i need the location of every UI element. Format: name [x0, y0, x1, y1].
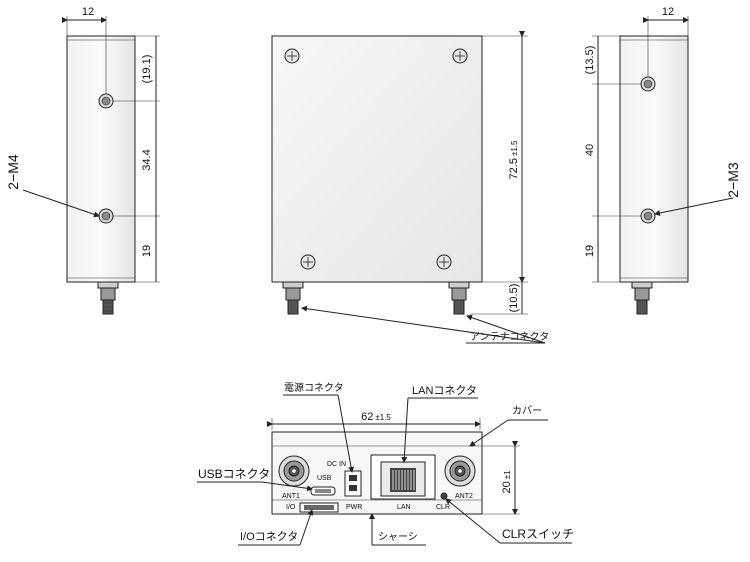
panel-lan: LAN — [397, 504, 411, 511]
callout-clr: CLRスイッチ — [445, 498, 574, 544]
left-dim-bot: 19 — [141, 245, 153, 257]
callout-io: I/Oコネクタ — [238, 509, 314, 546]
right-width-dim: 12 — [662, 6, 674, 18]
bottom-width-dim: 62±1.5 — [361, 411, 391, 423]
right-dim-mid: 40 — [584, 144, 596, 156]
center-front-view: 72.5±1.5 (10.5) アンテナコネクタ — [271, 31, 549, 344]
bottom-end-view: 62±1.5 20±1 — [197, 381, 574, 546]
right-antenna-connector — [631, 281, 653, 315]
panel-ant2: ANT2 — [455, 493, 473, 500]
left-dim-top: (19.1) — [141, 55, 153, 84]
panel-ant1: ANT1 — [282, 493, 300, 500]
svg-text:カバー: カバー — [512, 405, 542, 417]
screw-top-right — [452, 48, 468, 64]
antenna-connector-label: アンテナコネクタ — [470, 331, 549, 343]
left-width-dim: 12 — [82, 6, 94, 18]
right-dim-top: (13.5) — [584, 46, 596, 75]
panel-pwr: PWR — [346, 504, 362, 511]
panel-io: I/O — [286, 504, 296, 511]
center-antenna-connector-right — [448, 281, 470, 315]
center-connector-dim: (10.5) — [508, 284, 520, 313]
left-side-view: 12 (19.1) 34.4 19 2−M4 — [5, 6, 160, 315]
svg-text:LANコネクタ: LANコネクタ — [412, 384, 477, 397]
lan-port — [370, 454, 436, 500]
svg-text:I/Oコネクタ: I/Oコネクタ — [240, 530, 298, 543]
callout-chassis: シャーシ — [369, 513, 426, 546]
callout-lan: LANコネクタ — [401, 384, 478, 463]
io-port — [299, 502, 339, 513]
svg-text:USBコネクタ: USBコネクタ — [198, 467, 270, 481]
panel-usb: USB — [317, 475, 332, 482]
svg-text:CLRスイッチ: CLRスイッチ — [502, 527, 574, 541]
dc-in-jack — [344, 470, 362, 497]
left-antenna-connector — [97, 281, 119, 315]
svg-text:シャーシ: シャーシ — [378, 532, 418, 543]
mounting-hole-upper — [98, 93, 114, 109]
left-dim-mid: 34.4 — [141, 149, 153, 170]
screw-bottom-left — [300, 254, 316, 270]
right-side-view: 12 (13.5) 40 19 2−M3 — [584, 6, 741, 315]
left-hole-label: 2−M4 — [5, 154, 21, 190]
screw-top-left — [284, 48, 300, 64]
mounting-hole-upper-right — [640, 76, 656, 92]
center-antenna-connector-left — [282, 281, 304, 315]
panel-clr: CLR — [436, 504, 450, 511]
mounting-hole-lower — [98, 208, 114, 224]
callout-cover: カバー — [469, 405, 548, 447]
usb-port — [310, 486, 336, 496]
ant1-connector — [278, 455, 310, 487]
callout-power: 電源コネクタ — [283, 381, 355, 473]
callout-usb: USBコネクタ — [197, 467, 313, 492]
svg-text:電源コネクタ: 電源コネクタ — [284, 381, 344, 394]
center-height-dim: 72.5±1.5 — [508, 140, 520, 179]
ant2-connector — [444, 455, 476, 487]
screw-bottom-right — [436, 254, 452, 270]
mounting-hole-lower-right — [640, 208, 656, 224]
panel-dc-in: DC IN — [327, 461, 346, 468]
right-hole-label: 2−M3 — [725, 162, 741, 198]
bottom-height-dim: 20±1 — [501, 470, 513, 494]
clr-switch — [440, 492, 448, 500]
right-dim-bot: 19 — [584, 245, 596, 257]
